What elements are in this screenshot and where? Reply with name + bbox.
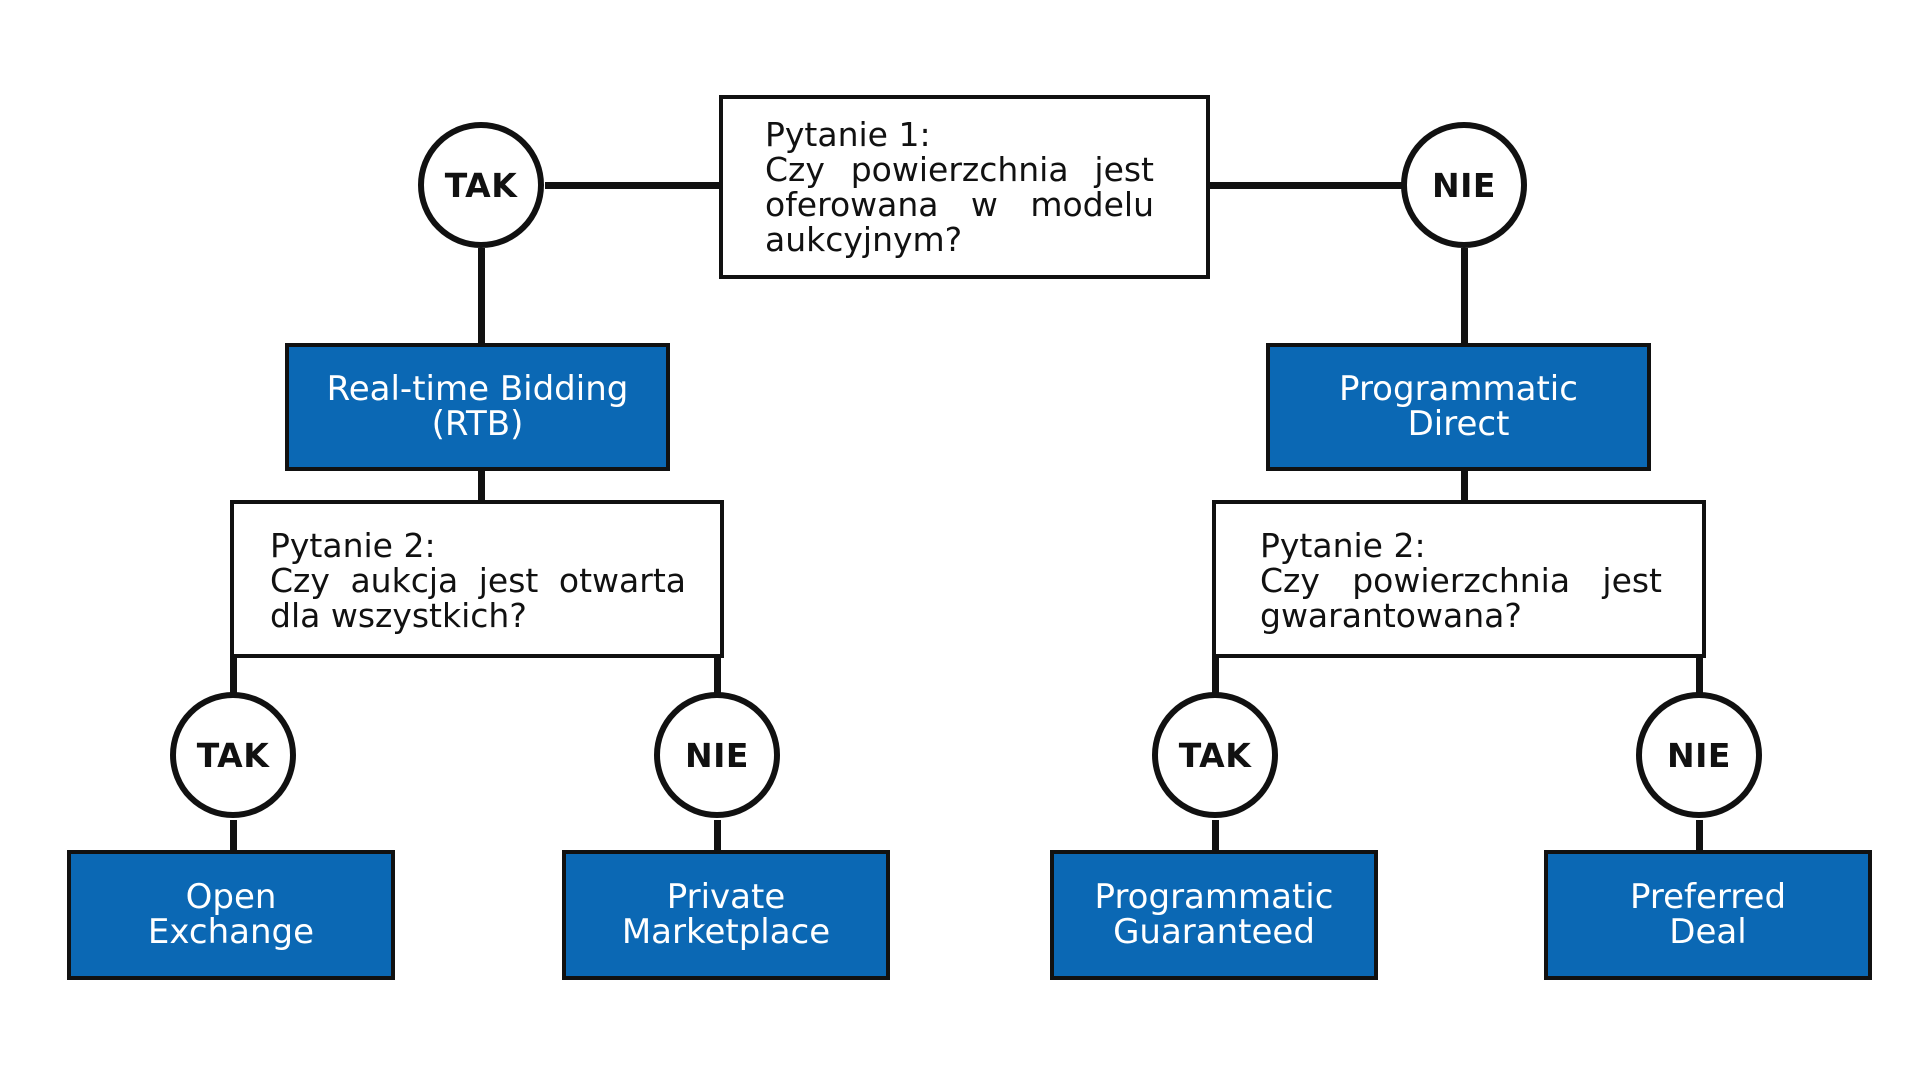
result-preferred-deal-line-1: Preferred (1629, 877, 1787, 917)
top-no-node: NIE (1401, 122, 1527, 248)
question-2-right-line-3: gwarantowana? (1260, 596, 1522, 635)
result-rtb: Real-time Bidding (RTB) (285, 343, 670, 471)
question-1-line-4: aukcyjnym? (765, 220, 963, 259)
question-2-left-line-3: dla wszystkich? (270, 596, 527, 635)
result-programmatic-direct-line-1: Programmatic (1339, 369, 1578, 409)
right-no-node: NIE (1636, 692, 1762, 818)
result-private-marketplace-line-1: Private (666, 877, 786, 917)
question-2-right-box: Pytanie 2: Czy powierzchnia jest gwarant… (1212, 500, 1706, 658)
question-1-line-1: Pytanie 1: (765, 115, 931, 154)
connector-direct-to-q2-right (1461, 468, 1468, 504)
connector-right-no-to-preferred-deal (1696, 820, 1703, 854)
top-yes-node: TAK (418, 122, 544, 248)
result-open-exchange: Open Exchange (67, 850, 395, 980)
result-open-exchange-line-1: Open (185, 877, 277, 917)
result-programmatic-direct: Programmatic Direct (1266, 343, 1651, 471)
connector-q2-right-to-yes (1212, 655, 1219, 695)
result-preferred-deal-line-2: Deal (1669, 912, 1747, 952)
question-1-line-3: oferowana w modelu (765, 185, 1154, 224)
connector-q1-to-top-no (1206, 182, 1406, 189)
top-yes-label: TAK (444, 165, 518, 205)
question-1-box: Pytanie 1: Czy powierzchnia jest oferowa… (719, 95, 1210, 279)
result-open-exchange-line-2: Exchange (147, 912, 315, 952)
connector-q2-right-to-no (1696, 655, 1703, 695)
right-yes-label: TAK (1178, 735, 1252, 775)
connector-q2-left-to-no (714, 655, 721, 695)
top-no-label: NIE (1432, 165, 1496, 205)
left-no-label: NIE (685, 735, 749, 775)
result-programmatic-guaranteed: Programmatic Guaranteed (1050, 850, 1378, 980)
connector-left-yes-to-open-exchange (230, 820, 237, 854)
left-no-node: NIE (654, 692, 780, 818)
connector-q2-left-to-yes (230, 655, 237, 695)
connector-top-yes-to-rtb (478, 248, 485, 346)
question-2-left-line-1: Pytanie 2: (270, 526, 436, 565)
connector-top-no-to-direct (1461, 248, 1468, 346)
result-preferred-deal: Preferred Deal (1544, 850, 1872, 980)
connector-q1-to-top-yes (545, 182, 723, 189)
left-yes-node: TAK (170, 692, 296, 818)
question-2-left-box: Pytanie 2: Czy aukcja jest otwarta dla w… (230, 500, 724, 658)
connector-rtb-to-q2-left (478, 468, 485, 504)
result-programmatic-guaranteed-line-2: Guaranteed (1113, 912, 1315, 952)
right-yes-node: TAK (1152, 692, 1278, 818)
result-programmatic-guaranteed-line-1: Programmatic (1094, 877, 1334, 917)
right-no-label: NIE (1667, 735, 1731, 775)
connector-right-yes-to-programmatic-guaranteed (1212, 820, 1219, 854)
question-1-line-2: Czy powierzchnia jest (765, 150, 1154, 189)
result-private-marketplace-line-2: Marketplace (621, 912, 831, 952)
question-2-left-line-2: Czy aukcja jest otwarta (270, 561, 686, 600)
left-yes-label: TAK (196, 735, 270, 775)
connector-left-no-to-private-marketplace (714, 820, 721, 854)
result-rtb-line-2: (RTB) (431, 404, 524, 444)
result-programmatic-direct-line-2: Direct (1407, 404, 1510, 444)
result-private-marketplace: Private Marketplace (562, 850, 890, 980)
question-2-right-line-1: Pytanie 2: (1260, 526, 1426, 565)
result-rtb-line-1: Real-time Bidding (326, 369, 629, 409)
question-2-right-line-2: Czy powierzchnia jest (1260, 561, 1662, 600)
